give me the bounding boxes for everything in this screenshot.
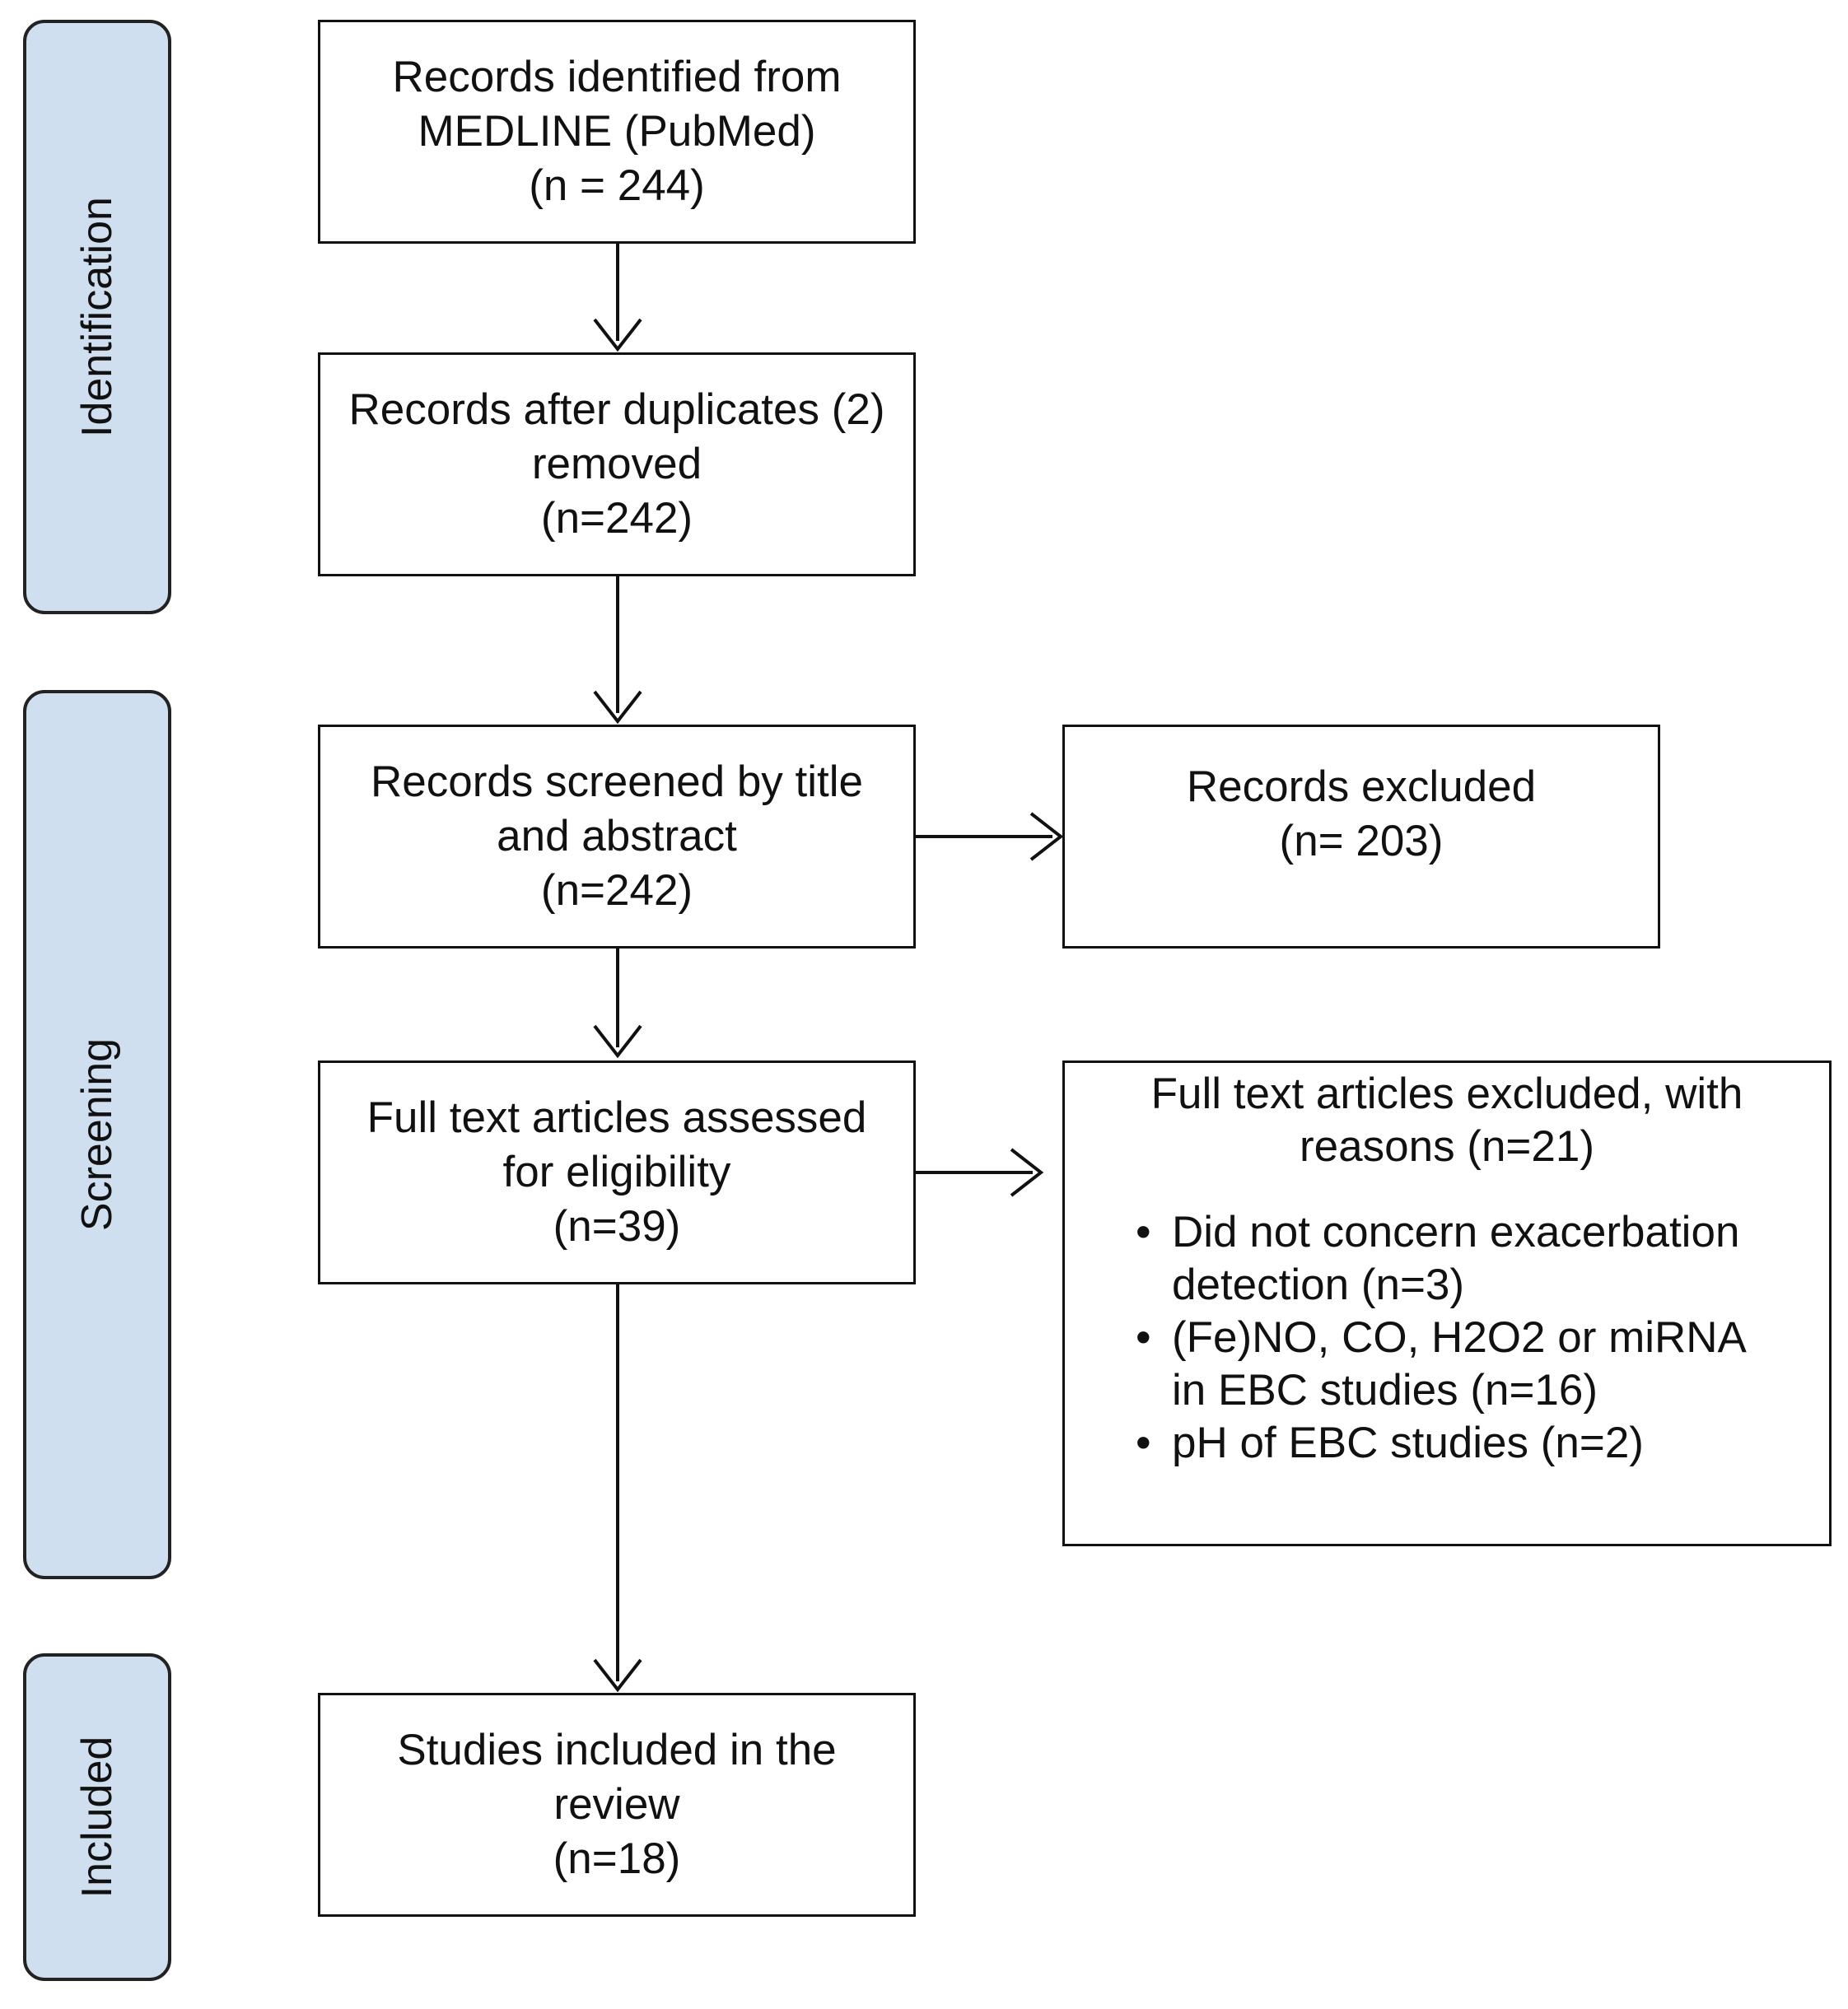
phase-screening: Screening [23, 690, 171, 1579]
box-records-excluded: Records excluded (n= 203) [1062, 725, 1660, 949]
box-records-excluded-line1: Records excluded [1186, 762, 1537, 811]
arrow-screened-to-excluded [914, 812, 1064, 861]
box-records-excluded-count: (n= 203) [1279, 817, 1444, 865]
box-screened-count: (n=242) [540, 866, 693, 915]
exclusion-reason-text: (Fe)NO, CO, H2O2 or miRNA in EBC studies… [1172, 1313, 1747, 1415]
phase-identification-label: Identification [73, 197, 121, 437]
box-included-line2: review [553, 1780, 680, 1829]
phase-identification: Identification [23, 20, 171, 614]
exclusion-reason-text: pH of EBC studies (n=2) [1172, 1419, 1644, 1467]
box-included-count: (n=18) [553, 1834, 681, 1883]
exclusion-reasons-list: • Did not concern exacerbation detection … [1065, 1206, 1829, 1470]
arrow-screened-to-fulltext [593, 949, 642, 1059]
box-records-identified: Records identified from MEDLINE (PubMed)… [318, 20, 916, 244]
box-screened-line1: Records screened by title [370, 757, 863, 806]
phase-included: Included [23, 1653, 171, 1981]
box-records-screened: Records screened by title and abstract (… [318, 725, 916, 949]
box-full-text-assessed-line2: for eligibility [502, 1148, 731, 1196]
full-text-excluded-line2: reasons (n=21) [1300, 1122, 1594, 1171]
phase-screening-label: Screening [73, 1037, 121, 1232]
exclusion-reason: • pH of EBC studies (n=2) [1136, 1417, 1829, 1470]
box-after-duplicates-line2: removed [531, 440, 702, 488]
box-after-duplicates-count: (n=242) [540, 494, 693, 543]
box-screened-line2: and abstract [497, 812, 737, 860]
box-records-identified-line1: Records identified from [392, 53, 842, 101]
box-full-text-assessed-count: (n=39) [553, 1202, 681, 1251]
arrow-identified-to-duplicates [593, 242, 642, 352]
arrow-duplicates-to-screened [593, 576, 642, 725]
bullet-icon: • [1136, 1419, 1151, 1467]
box-full-text-excluded: Full text articles excluded, with reason… [1062, 1060, 1832, 1546]
phase-included-label: Included [73, 1736, 121, 1899]
box-records-identified-count: (n = 244) [529, 161, 705, 210]
arrow-fulltext-to-excluded [914, 1148, 1044, 1197]
box-full-text-assessed: Full text articles assessed for eligibil… [318, 1060, 916, 1284]
exclusion-reason: • (Fe)NO, CO, H2O2 or miRNA in EBC studie… [1136, 1312, 1829, 1417]
exclusion-reason: • Did not concern exacerbation detection … [1136, 1206, 1829, 1312]
full-text-excluded-heading: Full text articles excluded, with reason… [1065, 1068, 1829, 1173]
full-text-excluded-line1: Full text articles excluded, with [1150, 1070, 1743, 1118]
arrow-fulltext-to-included [593, 1283, 642, 1693]
box-records-identified-line2: MEDLINE (PubMed) [418, 107, 816, 156]
box-included-line1: Studies included in the [397, 1726, 837, 1774]
bullet-icon: • [1136, 1313, 1151, 1362]
box-studies-included: Studies included in the review (n=18) [318, 1693, 916, 1917]
box-records-after-duplicates: Records after duplicates (2) removed (n=… [318, 352, 916, 576]
box-after-duplicates-line1: Records after duplicates (2) [348, 385, 885, 434]
bullet-icon: • [1136, 1208, 1151, 1256]
box-full-text-assessed-line1: Full text articles assessed [366, 1093, 867, 1142]
exclusion-reason-text: Did not concern exacerbation detection (… [1172, 1208, 1740, 1309]
